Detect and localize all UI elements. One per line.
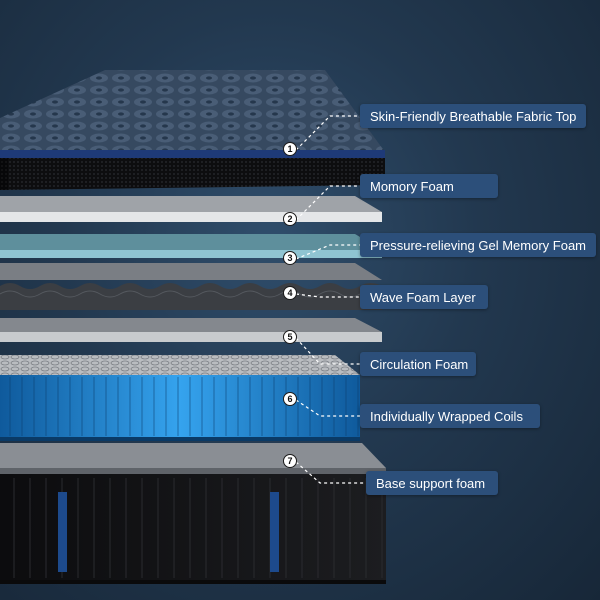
layer-2-memory-foam: [0, 196, 382, 222]
layer-label-2: Momory Foam: [360, 174, 498, 198]
layer-label-4: Wave Foam Layer: [360, 285, 488, 309]
layer-7-base-support-foam: [0, 443, 386, 584]
leader-line-7: [295, 461, 368, 484]
layer-marker-2: 2: [283, 212, 297, 226]
leader-line-2: [295, 185, 362, 221]
layer-marker-4: 4: [283, 286, 297, 300]
layer-1-fabric-top: [0, 70, 385, 190]
layer-marker-3: 3: [283, 251, 297, 265]
leader-line-1: [295, 115, 362, 151]
layer-label-3: Pressure-relieving Gel Memory Foam: [360, 233, 597, 257]
layer-marker-7: 7: [283, 454, 297, 468]
leader-lines: [295, 115, 368, 484]
layer-4-wave-foam: [0, 263, 383, 310]
layer-marker-5: 5: [283, 330, 297, 344]
layer-label-6: Individually Wrapped Coils: [360, 404, 540, 428]
layer-5-circulation-foam: [0, 318, 382, 342]
layer-label-5: Circulation Foam: [360, 352, 476, 376]
layer-3-gel-memory-foam: [0, 234, 382, 258]
layer-label-7: Base support foam: [366, 471, 498, 495]
layer-label-1: Skin-Friendly Breathable Fabric Top: [360, 104, 587, 128]
leader-line-3: [295, 244, 362, 260]
leader-line-4: [295, 293, 362, 298]
layer-marker-1: 1: [283, 142, 297, 156]
layer-6-wrapped-coils: [0, 355, 360, 441]
layer-marker-6: 6: [283, 392, 297, 406]
leader-line-6: [295, 399, 362, 417]
